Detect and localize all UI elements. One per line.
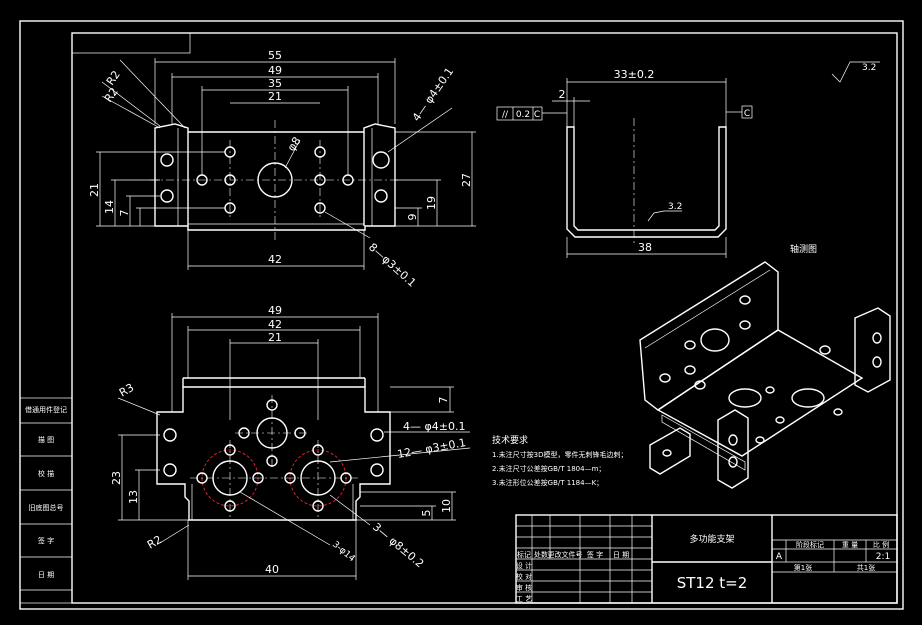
top-holes-4: 4— φ4±0.1 <box>410 65 456 124</box>
top-view-outline <box>154 123 396 231</box>
top-holes-8: 8—φ3±0.1 <box>366 241 419 290</box>
top-dim-19: 19 <box>425 196 438 210</box>
tb-head-2: 更改文件号 <box>548 550 583 559</box>
bottom-dim-21: 21 <box>268 331 282 344</box>
iso-label: 轴测图 <box>790 243 817 255</box>
tb-scale-label: 比 例 <box>873 540 889 549</box>
top-r2-b: R2 <box>102 85 121 104</box>
side-roughness: 3.2 <box>668 202 682 212</box>
tb-part-name: 多功能支架 <box>689 533 734 545</box>
inner-frame <box>71 32 898 604</box>
strip-label-0: 借通用件登记 <box>25 405 67 414</box>
side-dim-2: 2 <box>559 88 566 101</box>
bottom-dim-7: 7 <box>437 397 450 404</box>
strip-label-2: 校 描 <box>38 469 54 478</box>
bottom-dim-42: 42 <box>268 318 282 331</box>
bottom-dim-23: 23 <box>110 471 123 485</box>
corner-roughness: 3.2 <box>831 61 880 83</box>
tb-head-1: 处数 <box>534 550 548 559</box>
tb-head-4: 日 期 <box>613 551 629 559</box>
technical-notes: 技术要求 1.未注尺寸按3D模型，零件无刺锋毛边刺； 2.未注尺寸公差按GB/T… <box>492 434 628 487</box>
tb-stage-label: 阶段标记 <box>796 540 824 549</box>
hole-circle <box>372 151 390 169</box>
strip-label-3: 旧底图总号 <box>29 503 64 512</box>
datum-label: C <box>744 109 750 119</box>
bottom-dim-13: 13 <box>127 490 140 504</box>
top-dim-21v: 21 <box>88 183 101 197</box>
tb-material: ST12 t=2 <box>677 574 748 592</box>
bottom-dim-10: 10 <box>440 499 453 513</box>
strip-label-1: 描 图 <box>38 435 54 444</box>
strip-label-5: 日 期 <box>38 571 54 579</box>
tb-head-0: 标记 <box>517 550 531 559</box>
side-dim-33: 33±0.2 <box>614 68 655 81</box>
hole-circle <box>374 189 388 203</box>
tol-value: 0.2 <box>516 110 530 120</box>
bottom-r3: R3 <box>117 381 136 400</box>
notes-line2: 2.未注尺寸公差按GB/T 1804—m； <box>492 464 605 473</box>
outer-border <box>19 20 904 610</box>
bottom-dim-40: 40 <box>265 563 279 576</box>
tb-scale-val: 2:1 <box>876 552 890 562</box>
roughness-symbol <box>647 210 682 222</box>
tb-stage-val: A <box>776 552 783 562</box>
top-left-box <box>71 32 191 54</box>
notes-line1: 1.未注尺寸按3D模型，零件无刺锋毛边刺； <box>492 450 628 459</box>
tb-row-0: 设 计 <box>516 561 532 570</box>
side-view-outline <box>566 126 727 238</box>
top-phi8: φ8 <box>285 135 304 154</box>
bottom-dim-49: 49 <box>268 304 282 317</box>
tb-head-3: 签 字 <box>587 550 603 559</box>
isometric-view: 轴测图 <box>639 243 891 489</box>
bottom-view: 49 42 21 40 23 13 7 5 10 R3 R2 4— φ4±0.1… <box>110 304 471 580</box>
top-dim-9: 9 <box>406 214 419 221</box>
strip-label-4: 签 字 <box>38 536 54 545</box>
tol-ref: C <box>534 110 540 120</box>
tb-sheet-b: 共1张 <box>857 563 875 572</box>
datum-box <box>741 105 753 119</box>
tolerance-frame <box>496 106 543 121</box>
tol-symbol: // <box>502 110 509 120</box>
tb-row-2: 审 核 <box>516 583 532 592</box>
bottom-holes-3b: 3— φ8±0.2 <box>370 520 426 570</box>
top-dim-7: 7 <box>118 210 131 217</box>
top-dim-27: 27 <box>460 173 473 187</box>
bottom-holes-3a: 3-φ14 <box>330 540 357 565</box>
tb-weight-label: 重 量 <box>842 541 858 549</box>
top-view: 55 49 35 21 42 27 21 14 7 9 19 R2 R2 φ8 … <box>88 49 476 290</box>
hole-circle <box>160 189 174 203</box>
bottom-dim-5: 5 <box>420 510 433 517</box>
bottom-holes-12: 12— φ3±0.1 <box>396 436 467 461</box>
top-dim-14: 14 <box>103 200 116 214</box>
hole-circle <box>160 153 174 167</box>
top-dim-21: 21 <box>268 90 282 103</box>
side-view: // 0.2 C C 3.2 33±0.2 2 38 <box>496 68 753 258</box>
notes-title: 技术要求 <box>492 434 528 446</box>
top-r2-a: R2 <box>104 68 123 87</box>
title-block: 标记 处数 更改文件号 签 字 日 期 设 计 校 对 审 核 工 艺 多功能支… <box>515 514 898 604</box>
tb-row-1: 校 对 <box>516 572 532 581</box>
bottom-view-outline <box>156 386 391 521</box>
top-dim-42: 42 <box>268 253 282 266</box>
top-dim-49: 49 <box>268 64 282 77</box>
bottom-r2: R2 <box>145 533 164 552</box>
corner-roughness-value: 3.2 <box>862 63 876 73</box>
top-dim-55: 55 <box>268 49 282 62</box>
tb-sheet-a: 第1张 <box>794 563 812 572</box>
side-dim-38: 38 <box>638 241 652 254</box>
left-strip: 借通用件登记 描 图 校 描 旧底图总号 签 字 日 期 <box>19 397 73 604</box>
tb-row-3: 工 艺 <box>516 595 532 603</box>
bottom-holes-4: 4— φ4±0.1 <box>403 420 465 433</box>
top-dim-35: 35 <box>268 77 282 90</box>
notes-line3: 3.未注形位公差按GB/T 1184—K； <box>492 478 603 487</box>
